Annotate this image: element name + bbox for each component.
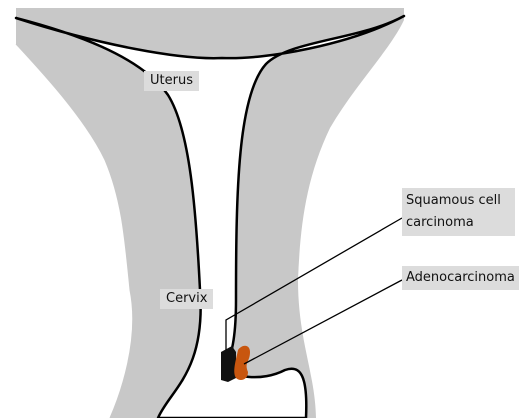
cervix-label: Cervix xyxy=(160,289,213,309)
squamous-label: Squamous cell carcinoma xyxy=(402,188,515,236)
adenocarcinoma-label: Adenocarcinoma xyxy=(402,266,519,290)
squamous-lesion xyxy=(221,346,236,382)
uterus-label: Uterus xyxy=(144,71,199,91)
